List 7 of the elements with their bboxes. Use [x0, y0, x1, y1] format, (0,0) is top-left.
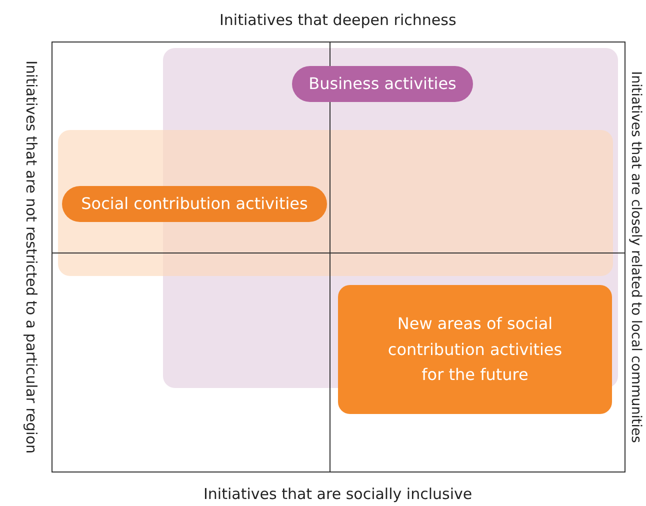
axis-label: Initiatives that are not restricted to a particular region [22, 60, 38, 454]
axis-label: Initiatives that deepen richness [220, 11, 456, 29]
axis-label: Initiatives that are socially inclusive [204, 485, 472, 503]
activity-pill: Business activities [292, 66, 473, 102]
activity-box: New areas of social contribution activities for the future [338, 285, 612, 414]
activity-pill: Social contribution activities [62, 186, 327, 222]
axis-label: Initiatives that are closely related to local communities [628, 71, 644, 443]
